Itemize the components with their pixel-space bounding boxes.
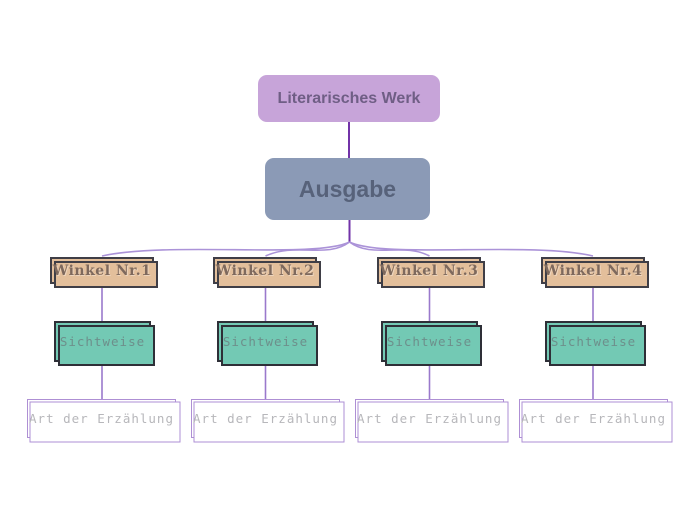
topic-angle-4[interactable]: Winkel Nr.4 (541, 257, 645, 284)
topic-view-2[interactable]: Sichtweise (217, 321, 314, 362)
topic-view-4-label: Sichtweise (550, 334, 637, 349)
topic-edition[interactable]: Ausgabe (265, 158, 430, 220)
topic-narration-4[interactable]: Art der Erzählung (519, 399, 668, 438)
topic-narration-3[interactable]: Art der Erzählung (355, 399, 504, 438)
topic-edition-label: Ausgabe (298, 175, 397, 202)
topic-angle-4-label: Winkel Nr.4 (543, 262, 643, 279)
topic-narration-2[interactable]: Art der Erzählung (191, 399, 340, 438)
topic-view-3[interactable]: Sichtweise (381, 321, 478, 362)
topic-narration-2-label: Art der Erzählung (193, 411, 338, 426)
topic-view-3-label: Sichtweise (386, 334, 473, 349)
topic-narration-4-label: Art der Erzählung (521, 411, 666, 426)
topic-narration-3-label: Art der Erzählung (357, 411, 502, 426)
topic-angle-1[interactable]: Winkel Nr.1 (50, 257, 154, 284)
topic-narration-1-label: Art der Erzählung (29, 411, 174, 426)
topic-view-1[interactable]: Sichtweise (54, 321, 151, 362)
topic-view-4[interactable]: Sichtweise (545, 321, 642, 362)
topic-narration-1[interactable]: Art der Erzählung (27, 399, 176, 438)
topic-angle-2[interactable]: Winkel Nr.2 (213, 257, 317, 284)
topic-angle-3[interactable]: Winkel Nr.3 (377, 257, 481, 284)
topic-angle-2-label: Winkel Nr.2 (215, 262, 315, 279)
topic-view-1-label: Sichtweise (59, 334, 146, 349)
topic-angle-3-label: Winkel Nr.3 (379, 262, 479, 279)
topic-root[interactable]: Literarisches Werk (258, 75, 440, 122)
topic-angle-1-label: Winkel Nr.1 (52, 262, 152, 279)
topic-view-2-label: Sichtweise (222, 334, 309, 349)
topic-root-label: Literarisches Werk (277, 89, 421, 107)
